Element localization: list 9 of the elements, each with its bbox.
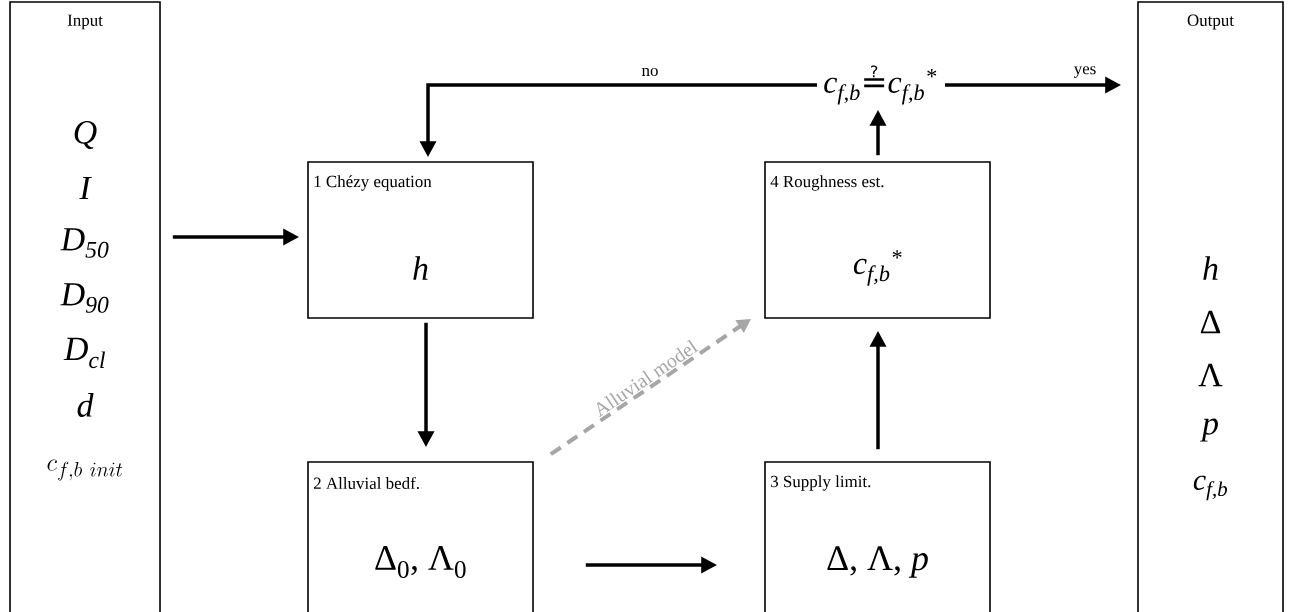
edge-label: no (641, 67, 658, 77)
process-box: 2 Alluvial bedf. Δ$_{0}$, Λ$_{0}$ (307, 461, 534, 612)
edge-label: yes (1073, 66, 1096, 78)
process-box: 4 Roughness est. c$_{f,b}$* (764, 161, 991, 319)
input-box: Input Q I D$_{50}$ D$_{90}$ D$_{cl}$ d $c_{f,b\ init}$ (9, 1, 161, 612)
process-box: 1 Chézy equation h (307, 161, 534, 319)
output-box: Output h Δ Λ p c$_{f,b}$ (1137, 1, 1284, 612)
formula-text: c$_{f,b}$≟c$_{f,b}$* (824, 65, 937, 105)
process-box: 3 Supply limit. Δ, Λ, p (764, 461, 991, 612)
